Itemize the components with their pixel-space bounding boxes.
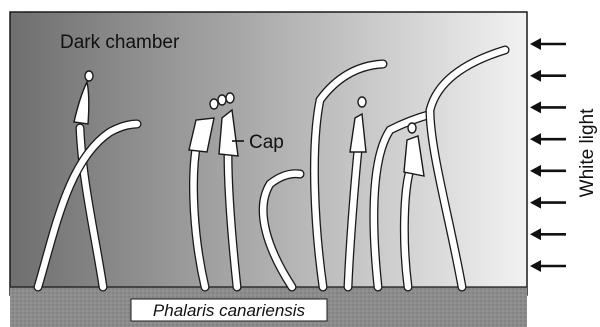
light-arrow: [530, 70, 566, 82]
light-arrow: [530, 228, 566, 240]
light-arrow: [530, 38, 566, 50]
light-arrow: [530, 197, 566, 209]
dark-chamber-label: Dark chamber: [60, 32, 180, 53]
light-arrow: [530, 101, 566, 113]
light-arrows: [530, 38, 566, 272]
species-label: Phalaris canariensis: [153, 301, 306, 320]
white-light-label: White light: [577, 108, 598, 197]
cap-label: Cap: [249, 132, 284, 153]
light-arrow: [530, 165, 566, 177]
light-arrow: [530, 133, 566, 145]
light-arrow: [530, 260, 566, 272]
